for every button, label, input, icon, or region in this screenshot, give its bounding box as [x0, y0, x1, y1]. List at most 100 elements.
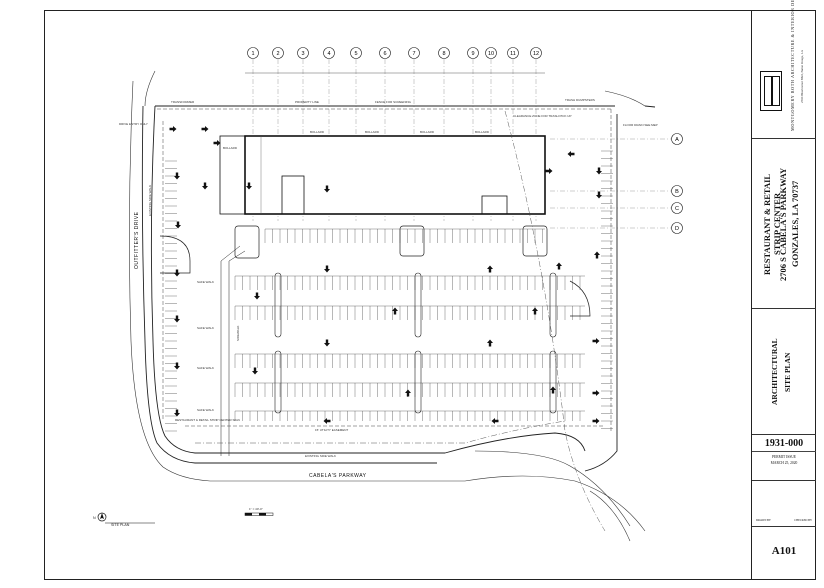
label-fence: FENCE FOR SCREENING [375, 100, 412, 104]
sheet-title-cell: ARCHITECTURAL SITE PLAN [752, 309, 816, 435]
grid-bubble-7 [408, 47, 420, 59]
grid-label-2: 2 [276, 51, 279, 57]
traffic-arrow-down [596, 191, 602, 199]
label-bollard-2: BOLLARD [365, 130, 380, 134]
row-bubble-A [671, 133, 683, 145]
label-sidewalk: SIDEWALK [236, 326, 240, 341]
north-arrow [97, 512, 107, 522]
traffic-arrow-right [169, 126, 177, 132]
grid-label-11: 11 [510, 51, 516, 57]
issue-date: MARCH 25, 2020 [770, 461, 798, 465]
label-safe-walk-4: SAFE WALK [197, 408, 214, 412]
traffic-arrow-down [174, 362, 180, 370]
traffic-arrow-down [202, 182, 208, 190]
grid-bubble-6 [379, 47, 391, 59]
traffic-arrow-down [174, 315, 180, 323]
grid-label-8: 8 [442, 51, 445, 57]
building-footprint [219, 135, 546, 215]
traffic-arrow-right [592, 418, 600, 424]
label-bollard-4: BOLLARD [475, 130, 490, 134]
row-bubble-D [671, 222, 683, 234]
grid-label-5: 5 [354, 51, 357, 57]
grid-bubble-12 [530, 47, 542, 59]
grid-label-6: 6 [383, 51, 386, 57]
traffic-arrow-down [324, 185, 330, 193]
traffic-arrow-down [324, 265, 330, 273]
grid-bubble-4 [323, 47, 335, 59]
project-info-cell: RESTAURANT & RETAIL STRIP CENTER 2706 S … [752, 139, 816, 309]
label-clearance: CLEARANCE ZONE FOR TRASH PICK UP [513, 114, 571, 118]
label-site-plan: SITE PLAN [111, 523, 130, 527]
label-bollard-3: BOLLARD [420, 130, 435, 134]
row-bubble-B [671, 185, 683, 197]
traffic-arrows [169, 126, 602, 424]
grid-bubble-11 [507, 47, 519, 59]
grid-bubble-1 [247, 47, 259, 59]
traffic-arrow-up [532, 307, 538, 315]
row-label-C: C [675, 206, 679, 212]
property-line [157, 108, 612, 431]
label-drive-only: DRIVE ENTRY ONLY [119, 122, 148, 126]
grid-bubble-3 [297, 47, 309, 59]
label-outfitters-drive: OUTFITTER'S DRIVE [134, 211, 140, 269]
label-existing-sidewalk-bottom: EXISTING SIDE WALK [305, 454, 336, 458]
traffic-arrow-up [405, 389, 411, 397]
parking-islands [274, 272, 557, 414]
traffic-arrow-left [567, 151, 575, 157]
firm-logo-cell: MONTGOMERY ROTH ARCHITECTURE & INTERIOR … [752, 0, 816, 139]
site-boundary [141, 105, 656, 472]
traffic-arrow-up [487, 339, 493, 347]
traffic-arrow-down [174, 409, 180, 417]
label-safe-walk-1: SAFE WALK [197, 280, 214, 284]
issue-label: PERMIT ISSUE [772, 455, 796, 459]
grid-label-12: 12 [533, 51, 539, 57]
row-bubble-C [671, 202, 683, 214]
label-cabelas-parkway: CABELA'S PARKWAY [309, 473, 367, 479]
grid-label-3: 3 [301, 51, 304, 57]
sheet-border [44, 10, 816, 580]
traffic-arrow-up [594, 251, 600, 259]
label-sign: RESTAURANT & RETAIL STRIP CENTER SIGN [175, 418, 240, 422]
label-trash: TRASH DUMPSTERS [565, 98, 595, 102]
firm-name: MONTGOMERY ROTH ARCHITECTURE & INTERIOR … [790, 0, 795, 131]
row-label-A: A [675, 137, 679, 143]
label-existing-sidewalk-left: EXISTING SIDE WALK [148, 185, 152, 216]
row-label-B: B [675, 189, 679, 195]
grid-bubble-9 [467, 47, 479, 59]
label-floor-drain: FLOOR DRAIN SEE MEP [623, 123, 658, 127]
project-name-line1: RESTAURANT & RETAIL [762, 173, 772, 275]
label-utility-easement: 15' UTILITY EASEMENT [315, 428, 348, 432]
drawn-checked-cell: DRAWN BY CHECKED BY [752, 481, 816, 527]
graphic-scale [244, 512, 274, 516]
traffic-arrow-up [556, 262, 562, 270]
grid-label-9: 9 [471, 51, 474, 57]
job-number-cell: 1931-000 PERMIT ISSUE MARCH 25, 2020 [752, 435, 816, 481]
grid-bubble-5 [350, 47, 362, 59]
project-street: 2706 S CABELA'S PARKWAY [778, 167, 788, 281]
sheet-number-cell: A101 [752, 527, 816, 579]
grid-bubble-10 [485, 47, 497, 59]
label-transformer: TRANSFORMER [171, 100, 195, 104]
traffic-arrow-down [596, 167, 602, 175]
traffic-arrow-right [592, 390, 600, 396]
traffic-arrow-down [252, 367, 258, 375]
traffic-arrow-right [201, 126, 209, 132]
label-bollard-1: BOLLARD [310, 130, 325, 134]
sheet-title-line2: SITE PLAN [783, 352, 792, 392]
grid-label-7: 7 [412, 51, 415, 57]
firm-logo [760, 71, 782, 111]
traffic-arrow-left [491, 418, 499, 424]
grid-bubble-2 [272, 47, 284, 59]
traffic-arrow-right [213, 140, 221, 146]
job-number: 1931-000 [752, 438, 816, 452]
label-north: N [93, 516, 96, 520]
firm-address: 2500 Bluebonnet Blvd, Baton Rouge, LA [800, 49, 804, 103]
traffic-arrow-up [392, 307, 398, 315]
safe-walk-path [220, 245, 246, 456]
traffic-arrow-right [592, 338, 600, 344]
label-safe-walk-2: SAFE WALK [197, 326, 214, 330]
